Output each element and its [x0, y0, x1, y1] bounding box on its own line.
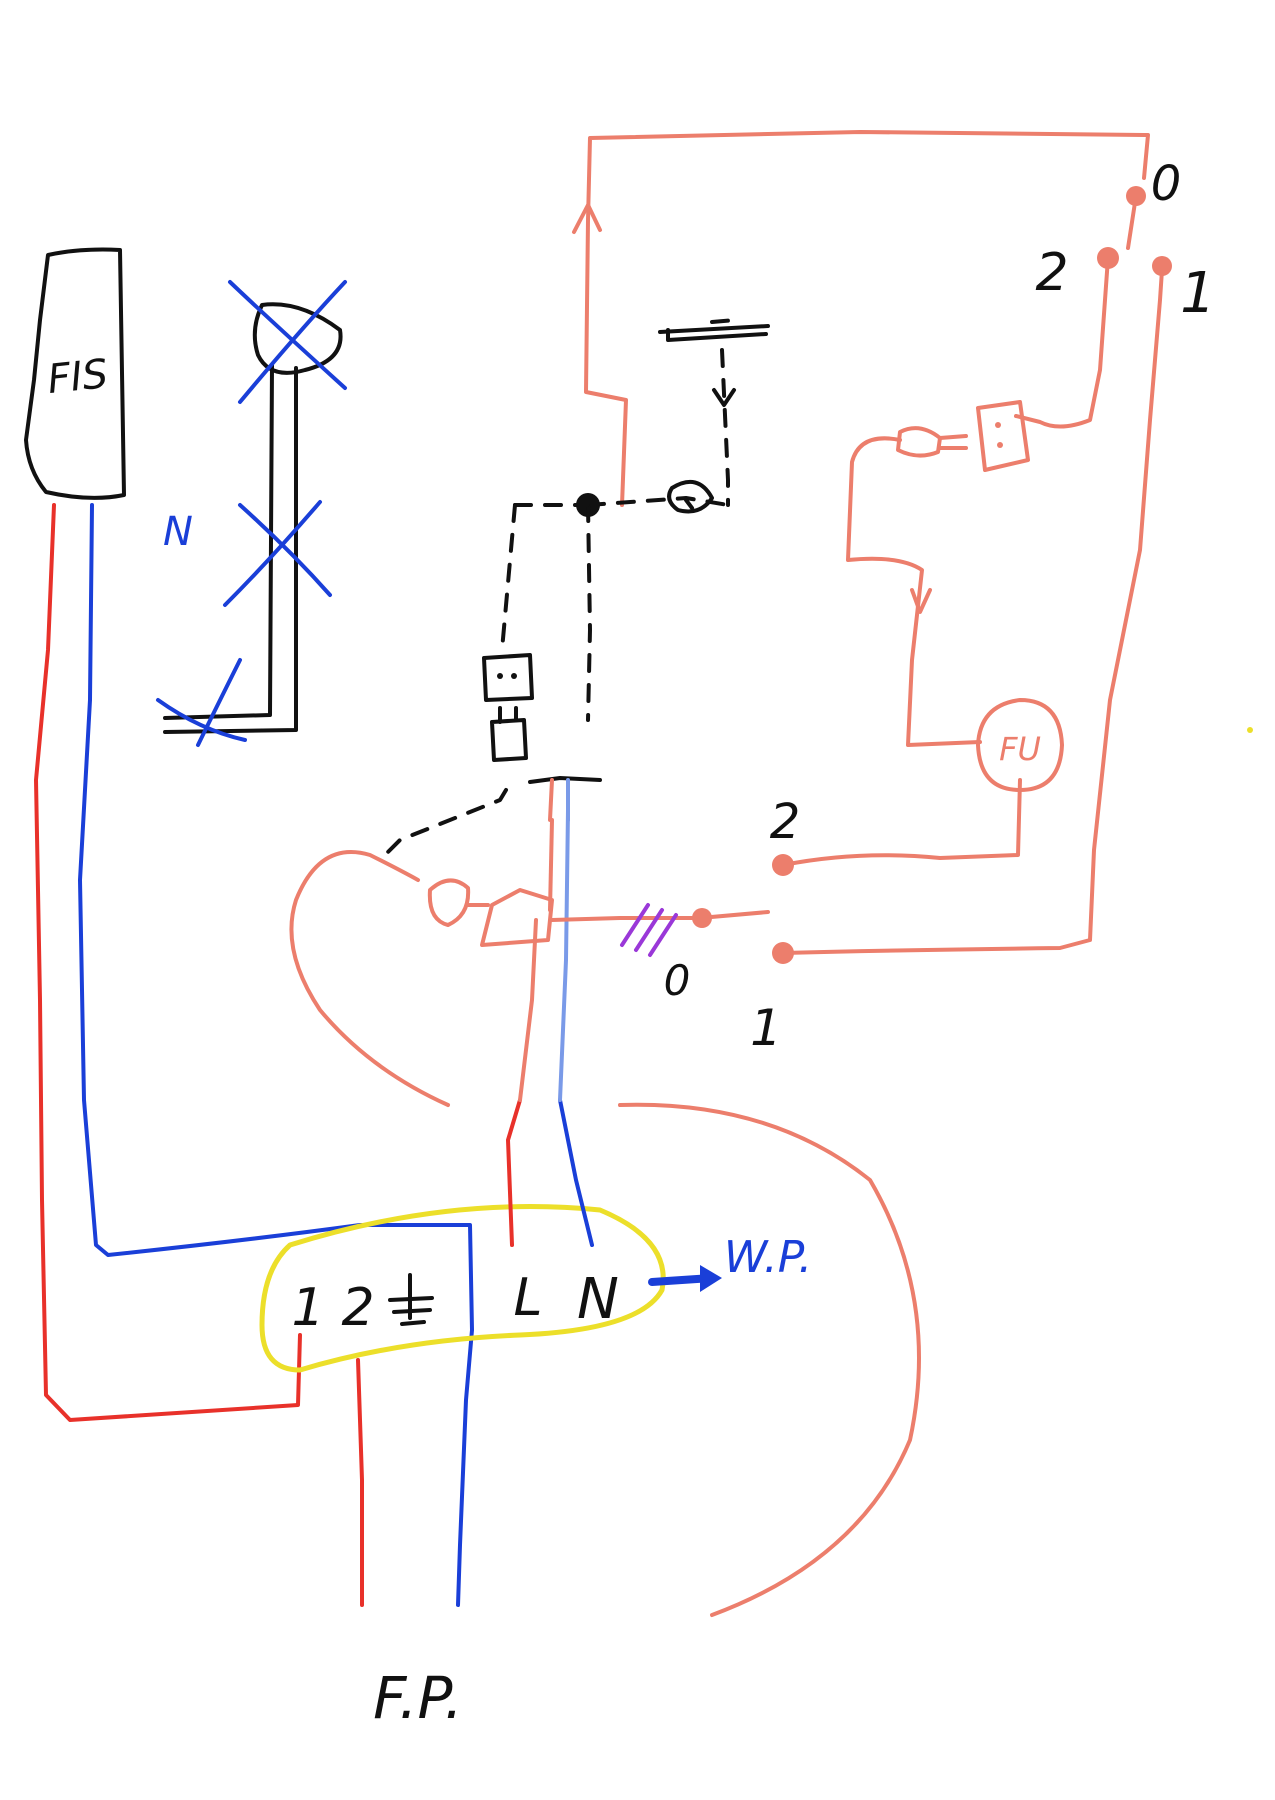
- lower-switch-0-label: 0: [664, 956, 691, 1005]
- terminal-2-label: 2: [341, 1278, 374, 1338]
- fp-label: F.P.: [373, 1664, 463, 1732]
- arrow-up-icon: [572, 203, 602, 234]
- wp-label: W.P.: [724, 1232, 812, 1283]
- fu-component: FU: [976, 698, 1064, 792]
- salmon-big-loop: [618, 1102, 921, 1617]
- black-wire-bracket: [528, 776, 602, 784]
- terminal-block: 1 2 L N: [291, 1267, 618, 1338]
- blue-wire-to-n: [558, 1098, 594, 1247]
- ground-symbol-icon: [388, 1273, 434, 1326]
- neutral-n-label: N: [163, 509, 193, 555]
- black-socket-icon: [482, 653, 534, 702]
- lightblue-wire-n-up: [558, 808, 570, 1102]
- lower-switch-1-label: 1: [750, 999, 782, 1057]
- salmon-socket-icon: [976, 400, 1030, 472]
- top-switch-contacts: [1097, 186, 1172, 276]
- salmon-left-loop: [289, 850, 450, 1107]
- salmon-wire-top2-socket: [1014, 256, 1110, 429]
- salmon-plug-icon: [896, 426, 968, 458]
- wp-arrow: [648, 1265, 722, 1292]
- salmon-wire-fu-to-2: [781, 778, 1022, 867]
- black-plug-icon: [490, 706, 528, 762]
- black-lamp-icon: [667, 479, 714, 514]
- lower-switch-contacts: [692, 854, 794, 964]
- terminal-block-highlight: [259, 1204, 666, 1373]
- red-wire-left: [34, 503, 302, 1422]
- fis-box: FIS: [24, 247, 126, 500]
- purple-hatch-mark: [620, 903, 678, 957]
- fu-label: FU: [999, 730, 1041, 768]
- top-switch-1-label: 1: [1180, 261, 1216, 326]
- salmon-wire-l-up: [518, 918, 538, 1102]
- red-wire-fp: [356, 1358, 364, 1607]
- arrow-down-black-icon: [712, 388, 736, 407]
- black-dashed-wiring: [378, 318, 770, 862]
- fis-label: FIS: [45, 351, 110, 403]
- top-switch-0-label: 0: [1151, 156, 1182, 212]
- top-switch-2-label: 2: [1035, 243, 1068, 303]
- terminal-l-label: L: [514, 1268, 543, 1328]
- terminal-1-label: 1: [291, 1278, 324, 1338]
- crossed-out-lamp: [156, 280, 347, 747]
- salmon-wire-plug-fu: [846, 436, 982, 747]
- salmon-switch-arm: [550, 910, 770, 922]
- salmon-parallel-up: [548, 818, 554, 912]
- arrow-down-icon: [910, 588, 932, 614]
- stray-dot: [1247, 727, 1253, 733]
- salmon-top-loop: [584, 130, 1150, 507]
- salmon-wire-1-to-top: [781, 268, 1164, 955]
- lower-switch-2-label: 2: [770, 794, 801, 850]
- red-wire-to-l: [506, 1098, 522, 1247]
- salmon-short-up: [548, 778, 554, 822]
- terminal-n-label: N: [577, 1267, 619, 1332]
- blue-wire-left: [78, 503, 474, 1607]
